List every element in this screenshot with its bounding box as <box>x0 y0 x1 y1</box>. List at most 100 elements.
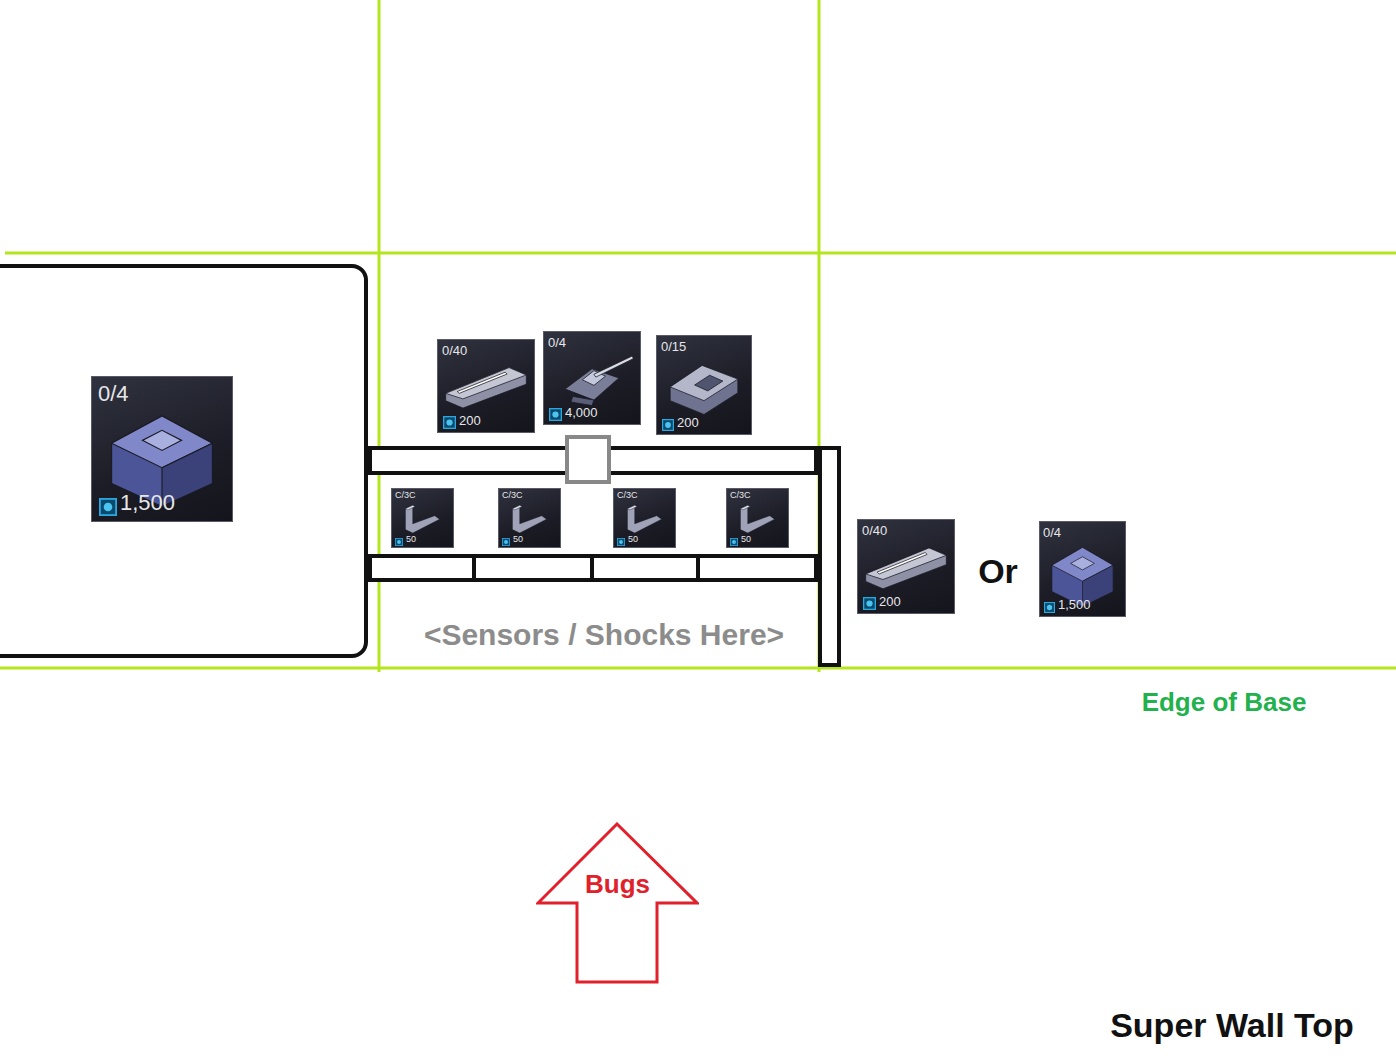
resource-symbol <box>730 538 738 546</box>
illustration-part <box>565 369 619 400</box>
resource-dot <box>397 540 401 544</box>
resource-box <box>617 538 624 545</box>
illustration-part <box>670 365 738 400</box>
building-outline <box>0 266 366 656</box>
unit-icon: C/3C 50 <box>613 488 676 548</box>
unit-cost: 200 <box>879 595 901 608</box>
direction-arrow: Bugs <box>536 822 699 984</box>
resource-dot <box>1047 605 1052 610</box>
unit-count: 0/4 <box>98 383 129 405</box>
resource-dot <box>504 540 508 544</box>
unit-icon: C/3C 50 <box>498 488 561 548</box>
resource-dot <box>619 540 623 544</box>
unit-count: 0/4 <box>548 336 566 349</box>
arrow-shape <box>538 824 697 982</box>
unit-icon: C/3C 50 <box>726 488 789 548</box>
illustration-part <box>627 505 637 510</box>
choice-word: Or <box>978 553 1018 590</box>
unit-count: C/3C <box>395 491 416 500</box>
unit-count: 0/15 <box>661 340 686 353</box>
unit-count: C/3C <box>502 491 523 500</box>
illustration-part <box>670 365 738 414</box>
illustration-part <box>627 505 661 533</box>
area-note: <Sensors / Shocks Here> <box>424 618 784 651</box>
illustration-part <box>594 356 633 377</box>
unit-icon: 0/4 1,500 <box>1039 521 1126 617</box>
unit-count: 0/4 <box>1043 526 1061 539</box>
illustration-part <box>1071 557 1095 570</box>
grid-line <box>5 252 1396 255</box>
base-edge-line <box>0 667 1396 670</box>
grid-lines <box>0 0 1396 672</box>
unit-icon: 0/4 4,000 <box>543 331 641 425</box>
illustration-part <box>512 505 522 510</box>
resource-box <box>444 417 456 429</box>
resource-box <box>550 409 562 421</box>
resource-box <box>730 538 737 545</box>
arrow-label: Bugs <box>585 871 650 897</box>
illustration-part <box>866 548 947 580</box>
unit-icon: 0/40 200 <box>437 339 535 433</box>
wall-bar <box>820 448 839 665</box>
unit-cost: 50 <box>741 535 751 544</box>
unit-cost: 1,500 <box>1058 598 1091 611</box>
unit-icon: C/3C 50 <box>391 488 454 548</box>
resource-box <box>864 598 876 610</box>
illustration-part <box>446 368 527 399</box>
unit-count: 0/40 <box>862 524 887 537</box>
resource-dot <box>866 600 872 606</box>
unit-cost: 4,000 <box>565 406 598 419</box>
resource-dot <box>732 540 736 544</box>
resource-dot <box>446 419 452 425</box>
resource-symbol <box>863 597 876 610</box>
illustration-part <box>740 505 774 533</box>
resource-dot <box>104 503 113 512</box>
wall-divider <box>696 556 700 580</box>
unit-icon: 0/40 200 <box>857 519 955 614</box>
wall-bar <box>370 556 816 580</box>
illustration-part <box>457 372 507 393</box>
unit-icon: 0/4 1,500 <box>91 376 233 522</box>
unit-cost: 1,500 <box>120 492 175 514</box>
illustration-part <box>405 505 439 533</box>
unit-cost: 200 <box>459 414 481 427</box>
illustration-part <box>405 505 415 510</box>
illustration-part <box>446 368 527 408</box>
illustration-part <box>877 553 927 574</box>
wall-dividers <box>474 556 698 580</box>
resource-symbol <box>549 408 562 421</box>
illustration-part <box>695 375 723 391</box>
illustration-part <box>571 396 594 405</box>
unit-cost: 200 <box>677 416 699 429</box>
resource-box <box>663 420 674 431</box>
wall-divider <box>472 556 476 580</box>
resource-symbol <box>502 538 510 546</box>
turret-slot <box>567 437 609 482</box>
unit-count: C/3C <box>617 491 638 500</box>
unit-count: C/3C <box>730 491 751 500</box>
resource-symbol <box>662 419 674 431</box>
illustration-part <box>512 505 546 533</box>
resource-symbol <box>617 538 625 546</box>
resource-box <box>1045 603 1055 613</box>
resource-symbol <box>443 416 456 429</box>
corner-title: Super Wall Top <box>1110 1007 1354 1044</box>
resource-box <box>395 538 402 545</box>
arrow-outline <box>536 822 699 984</box>
illustration-part <box>866 548 947 589</box>
unit-cost: 50 <box>406 535 416 544</box>
resource-box <box>502 538 509 545</box>
resource-symbol <box>395 538 403 546</box>
wall-divider <box>590 556 594 580</box>
resource-box <box>100 499 116 515</box>
edge-label: Edge of Base <box>1142 688 1307 717</box>
unit-cost: 50 <box>628 535 638 544</box>
unit-icon: 0/15 200 <box>656 335 752 435</box>
resource-dot <box>552 411 558 417</box>
illustration-part <box>740 505 750 510</box>
unit-count: 0/40 <box>442 344 467 357</box>
resource-dot <box>665 422 671 428</box>
unit-cost: 50 <box>513 535 523 544</box>
resource-symbol <box>99 498 117 516</box>
